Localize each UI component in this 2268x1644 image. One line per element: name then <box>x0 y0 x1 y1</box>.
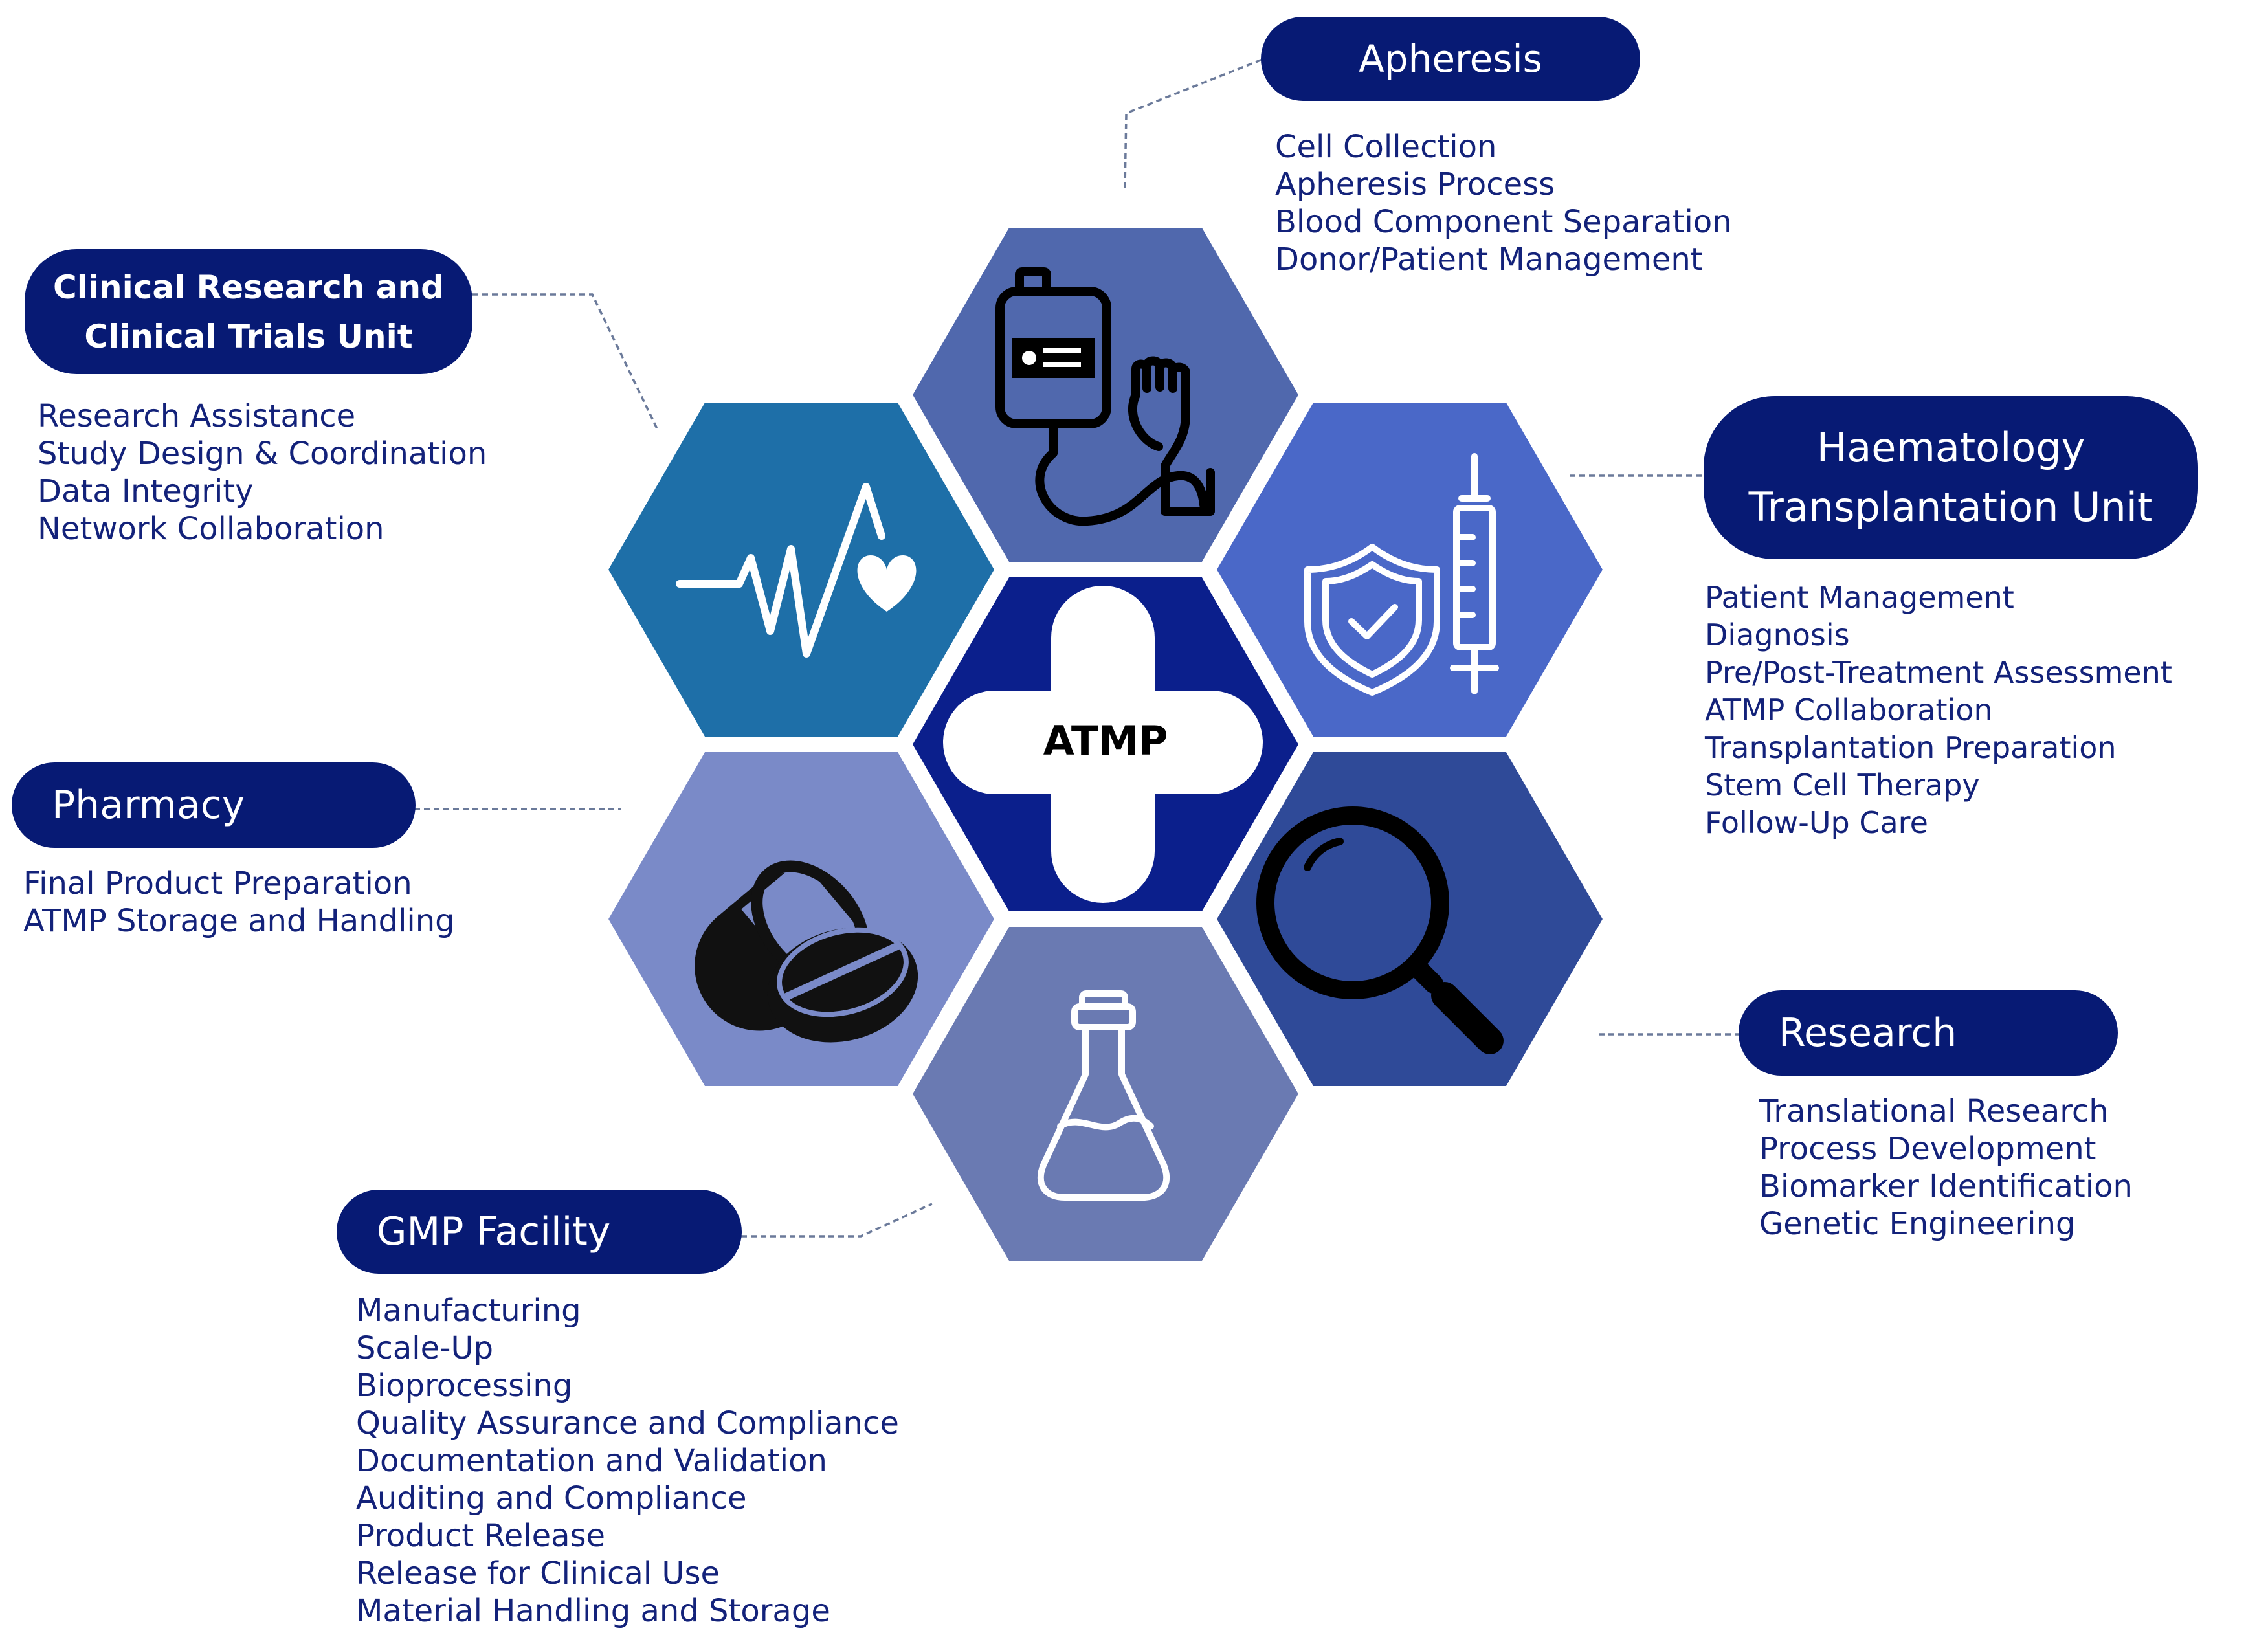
hexagons <box>599 219 1612 1270</box>
list-item: Manufacturing <box>356 1293 581 1329</box>
research-title-line: Research <box>1779 1010 1957 1056</box>
list-item: ATMP Collaboration <box>1705 693 1993 728</box>
list-item: Pre/Post-Treatment Assessment <box>1705 655 2172 690</box>
list-item: Diagnosis <box>1705 617 1850 652</box>
apheresis-list: Cell Collection Apheresis Process Blood … <box>1275 128 1732 278</box>
pills-icon <box>695 859 918 1043</box>
haematology-list: Patient Management Diagnosis Pre/Post-Tr… <box>1705 579 2172 841</box>
hexagon-haematology <box>1207 394 1612 746</box>
apheresis-title-line: Apheresis <box>1359 37 1542 81</box>
blood-bag-icon <box>995 267 1215 526</box>
research-list: Translational Research Process Developme… <box>1759 1093 2133 1243</box>
list-item: Stem Cell Therapy <box>1705 768 1980 803</box>
list-item: Data Integrity <box>38 473 254 509</box>
cross-icon <box>943 586 1263 903</box>
pharmacy-title-line: Pharmacy <box>52 783 245 828</box>
haematology-title: Haematology Transplantation Unit <box>1704 396 2198 559</box>
gmp-title: GMP Facility <box>337 1190 742 1274</box>
list-item: Scale-Up <box>356 1330 494 1366</box>
list-item: Biomarker Identification <box>1759 1168 2133 1205</box>
list-item: Final Product Preparation <box>23 865 412 902</box>
list-item: Documentation and Validation <box>356 1443 827 1479</box>
list-item: Process Development <box>1759 1131 2096 1167</box>
list-item: Research Assistance <box>38 398 356 434</box>
list-item: Genetic Engineering <box>1759 1206 2076 1242</box>
center-label: ATMP <box>1043 717 1168 764</box>
hexagon-clinical <box>599 394 1004 746</box>
list-item: Patient Management <box>1705 580 2014 615</box>
pharmacy-title: Pharmacy <box>12 762 416 848</box>
haematology-title-line-2: Transplantation Unit <box>1748 483 2153 531</box>
list-item: Blood Component Separation <box>1275 204 1732 240</box>
list-item: Release for Clinical Use <box>356 1555 720 1592</box>
pharmacy-list: Final Product Preparation ATMP Storage a… <box>23 865 455 940</box>
list-item: Product Release <box>356 1518 606 1554</box>
list-item: Material Handling and Storage <box>356 1593 830 1629</box>
clinical-title-line-1: Clinical Research and <box>53 268 444 306</box>
clinical-list: Research Assistance Study Design & Coord… <box>38 397 487 548</box>
shield-syringe-icon <box>1304 453 1499 696</box>
list-item: Follow-Up Care <box>1705 805 1928 840</box>
clinical-title-line-2: Clinical Trials Unit <box>84 317 413 355</box>
gmp-title-line: GMP Facility <box>377 1209 611 1254</box>
connector-gmp <box>741 1203 933 1238</box>
connector-apheresis <box>1124 57 1266 188</box>
list-item: Bioprocessing <box>356 1368 573 1404</box>
connector-lines <box>414 57 1741 1238</box>
magnifier-icon <box>1256 806 1504 1054</box>
gmp-list: Manufacturing Scale-Up Bioprocessing Qua… <box>356 1292 899 1630</box>
list-item: Transplantation Preparation <box>1705 730 2117 765</box>
clinical-title: Clinical Research and Clinical Trials Un… <box>25 249 472 374</box>
list-item: Cell Collection <box>1275 129 1497 165</box>
flask-icon <box>1037 990 1170 1201</box>
list-item: Auditing and Compliance <box>356 1480 747 1516</box>
hexagon-gmp <box>903 918 1308 1270</box>
list-item: Quality Assurance and Compliance <box>356 1405 899 1441</box>
connector-clinical <box>472 293 658 429</box>
apheresis-title: Apheresis <box>1261 17 1640 101</box>
research-title: Research <box>1739 990 2118 1076</box>
list-item: Network Collaboration <box>38 511 384 547</box>
list-item: Donor/Patient Management <box>1275 241 1703 278</box>
list-item: ATMP Storage and Handling <box>23 903 455 939</box>
list-item: Apheresis Process <box>1275 166 1555 203</box>
heartbeat-icon <box>676 483 917 658</box>
haematology-title-line-1: Haematology <box>1816 424 2085 471</box>
list-item: Translational Research <box>1759 1093 2109 1129</box>
list-item: Study Design & Coordination <box>38 436 487 472</box>
